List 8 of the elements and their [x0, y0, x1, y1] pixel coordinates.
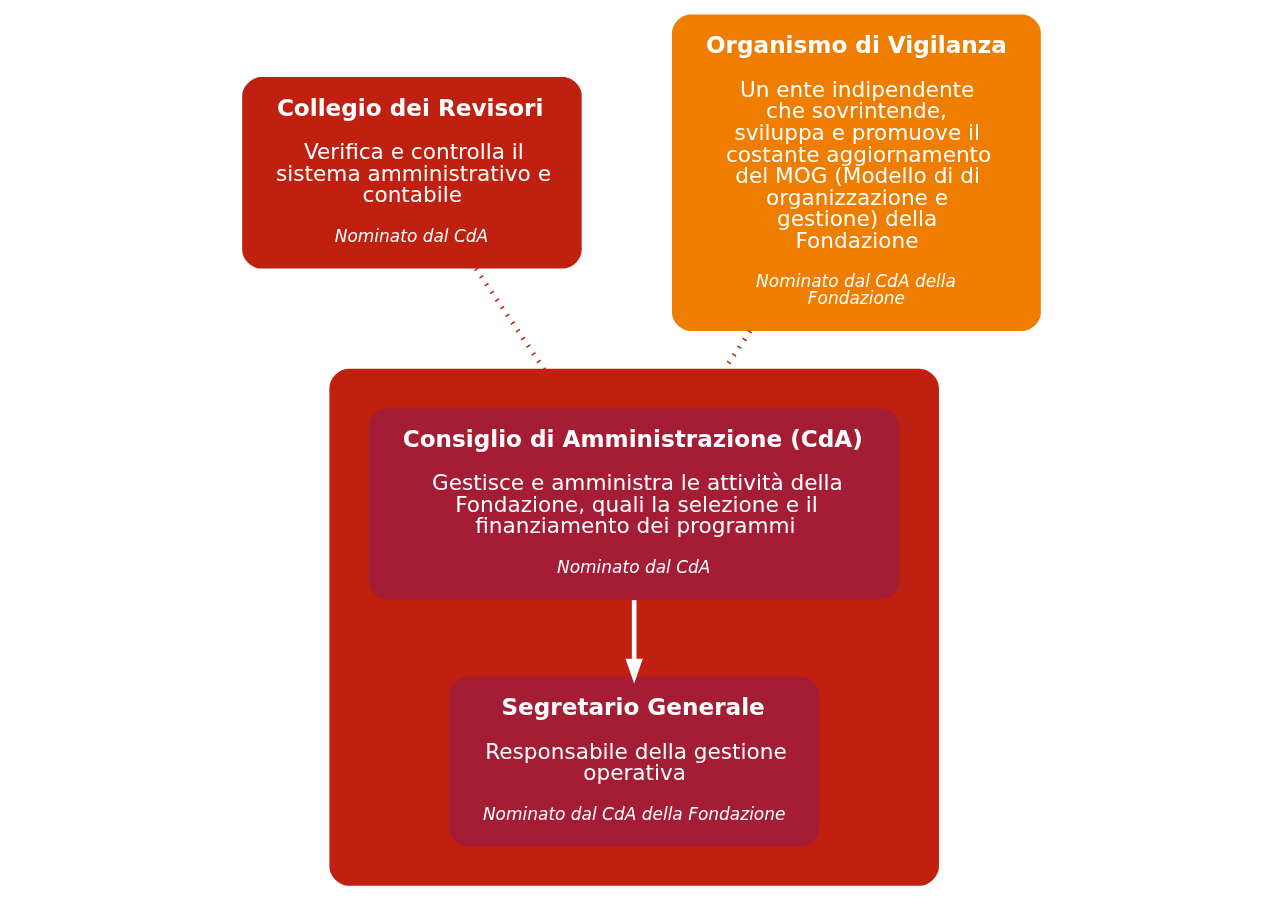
node-box: Organismo di Vigilanza Un ente indipendente che sovrintende, sviluppa e promuove il costante aggiornamento del MOG (Modello di di organizzazione e gestione) della Fondazione Nominato dal CdA della Fondazione: [672, 14, 1041, 331]
node-box: Consiglio di Amministrazione (CdA) Gestisce e amministra le attività della Fondazione, quali la selezione e il finanziamento dei programmi Nominato dal CdA: [368, 408, 900, 600]
connector: [722, 329, 753, 371]
node-box: Collegio dei Revisori Verifica e controlla il sistema amministrativo e contabile Nominato dal CdA: [242, 77, 582, 269]
cluster: [329, 368, 939, 886]
node-box: Segretario Generale Responsabile della gestione operativa Nominato dal CdA della Fondazione: [448, 676, 820, 847]
arrow: [625, 600, 643, 684]
connector: [474, 267, 547, 371]
